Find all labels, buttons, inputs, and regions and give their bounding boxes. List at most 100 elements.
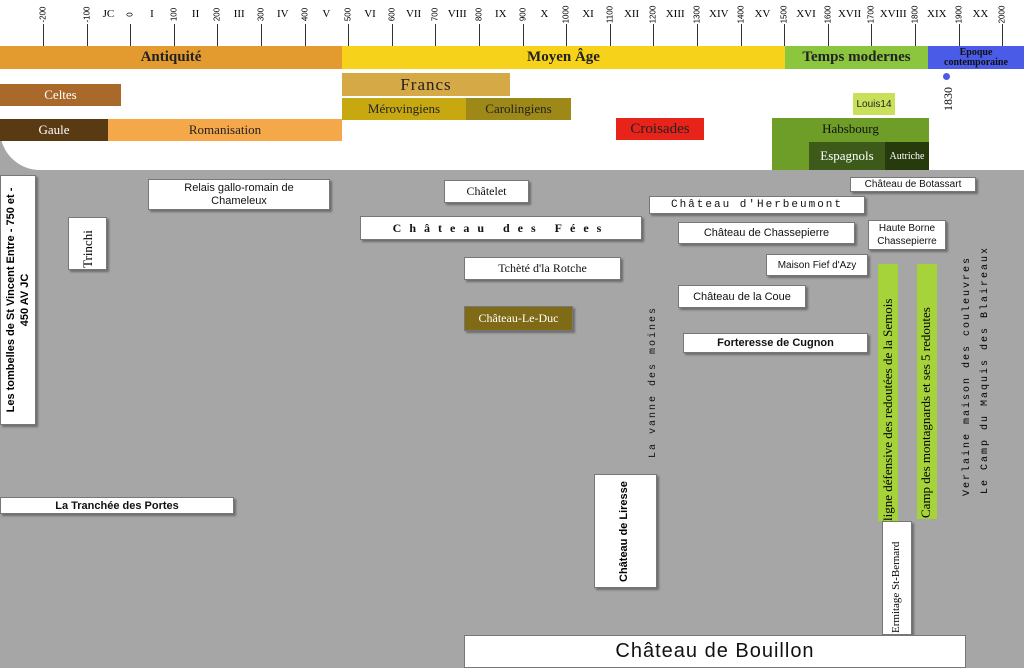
bar-francs-label: Francs [400, 74, 452, 94]
period-moyen-age: Moyen Âge [342, 46, 785, 69]
site-herbeumont[interactable]: Château d'Herbeumont [649, 196, 865, 214]
year-tick [217, 24, 219, 46]
year-label: 1800 [910, 5, 920, 24]
year-tick [435, 24, 437, 46]
site-chateau-des-fees[interactable]: Château des Fées [360, 216, 642, 240]
year-tick [522, 24, 524, 46]
bar-habsbourg-label: Habsbourg [822, 121, 879, 136]
century-label: I [150, 8, 154, 20]
site-trinchi[interactable] [68, 217, 107, 270]
site-chatelet-label: Châtelet [466, 184, 507, 198]
period-temps-modernes: Temps modernes [785, 46, 928, 69]
site-haute-borne-label: Haute Borne Chassepierre [877, 223, 937, 247]
year-label: 600 [387, 7, 397, 22]
year-label: 1500 [779, 5, 789, 24]
year-tick [304, 24, 306, 46]
site-montagnards-label: Camp des montagnards et ses 5 redoutes [918, 307, 933, 518]
century-label: V [322, 8, 331, 20]
site-fees-label: Château des Fées [392, 220, 610, 235]
year-label: 1100 [605, 5, 615, 24]
year-tick [915, 24, 916, 46]
century-label: IX [494, 8, 507, 20]
year-label: 900 [518, 7, 528, 22]
site-chassepierre[interactable]: Château de Chassepierre [678, 222, 855, 244]
bar-autriche: Autriche [885, 142, 929, 170]
site-trinchi-label: Trinchi [80, 230, 95, 268]
period-temps-modernes-label: Temps modernes [802, 49, 911, 65]
year-tick [827, 24, 829, 46]
year-tick [173, 24, 175, 46]
site-haute-borne[interactable]: Haute Borne Chassepierre [868, 220, 946, 250]
century-label: XI [582, 8, 594, 20]
year-tick [261, 24, 262, 46]
site-botassart[interactable]: Château de Botassart [850, 177, 976, 192]
bar-croisades-label: Croisades [630, 120, 690, 137]
site-vanne-label[interactable]: La vanne des moines [648, 305, 659, 458]
century-label: X [540, 8, 549, 20]
century-label: XV [754, 8, 771, 20]
year-label: 200 [212, 7, 222, 22]
site-montagnards[interactable] [917, 264, 937, 519]
year-label: -200 [38, 6, 48, 23]
site-le-duc-label: Château-Le-Duc [478, 311, 559, 325]
site-botassart-label: Château de Botassart [864, 179, 962, 190]
year-tick [1002, 24, 1004, 46]
year-label: 1300 [692, 5, 702, 24]
site-tombelles[interactable] [0, 175, 36, 425]
site-maquis-label[interactable]: Le Camp du Maquis des Blaireaux [980, 245, 991, 494]
site-verlaine-label[interactable]: Verlaine maison des couleuvres [962, 255, 973, 496]
site-coue-label: Château de la Coue [693, 290, 791, 303]
year-label: 300 [256, 7, 266, 22]
year-label: 1600 [823, 5, 833, 24]
bar-merovingiens: Mérovingiens [342, 98, 466, 120]
year-label: 700 [430, 7, 440, 22]
site-chatelet[interactable]: Châtelet [444, 180, 529, 203]
year-tick [348, 24, 350, 46]
site-tombelles-label: Les tombelles de St Vincent Entre - 750 … [5, 187, 31, 413]
century-label: VIII [447, 8, 467, 20]
site-relais-gallo-romain[interactable]: Relais gallo-romain de Chameleux [148, 179, 330, 210]
year-label: 100 [169, 7, 179, 22]
year-tick [391, 24, 393, 46]
site-ermitage[interactable] [882, 521, 912, 635]
year-1830-dot [943, 73, 950, 80]
year-label: 1400 [736, 5, 746, 24]
year-tick [958, 24, 960, 46]
bar-gaule: Gaule [0, 119, 108, 141]
site-cugnon[interactable]: Forteresse de Cugnon [683, 333, 868, 353]
bar-autriche-label: Autriche [889, 150, 925, 162]
year-label: -100 [82, 6, 92, 23]
period-antiquite-label: Antiquité [140, 49, 202, 65]
year-tick [566, 24, 568, 46]
period-antiquite: Antiquité [0, 46, 342, 69]
site-la-coue[interactable]: Château de la Coue [678, 285, 806, 308]
bar-carolingiens: Carolingiens [466, 98, 571, 120]
year-tick [697, 24, 698, 46]
bar-gaule-label: Gaule [38, 122, 70, 137]
site-le-duc[interactable]: Château-Le-Duc [464, 306, 573, 331]
site-tranchee[interactable]: La Tranchée des Portes [0, 497, 234, 514]
year-label: 400 [300, 7, 310, 22]
year-tick [653, 24, 655, 46]
year-label: 0 [125, 12, 135, 17]
century-label: XIII [665, 8, 685, 20]
site-fief-azy[interactable]: Maison Fief d'Azy [766, 254, 868, 276]
century-label: XVIII [879, 8, 907, 20]
site-ermitage-label: Ermitage St-Bernard [890, 541, 902, 633]
year-label: 1200 [648, 5, 658, 24]
site-rotche[interactable]: Tchèté d'la Rotche [464, 257, 621, 280]
century-label: III [233, 8, 245, 20]
site-bouillon-label: Château de Bouillon [615, 640, 815, 662]
year-label: 1000 [561, 5, 571, 24]
site-bouillon[interactable]: Château de Bouillon [464, 635, 966, 668]
century-label: XVII [837, 8, 862, 20]
year-label: 1700 [866, 5, 876, 24]
century-label: VII [405, 8, 422, 20]
site-redoutes[interactable] [878, 264, 898, 521]
year-tick [43, 24, 44, 46]
site-relais-label: Relais gallo-romain de Chameleux [184, 181, 294, 207]
year-tick [740, 24, 742, 46]
bar-espagnols: Espagnols [809, 142, 885, 170]
century-label: XIV [709, 8, 729, 20]
site-liresse[interactable] [594, 474, 657, 588]
